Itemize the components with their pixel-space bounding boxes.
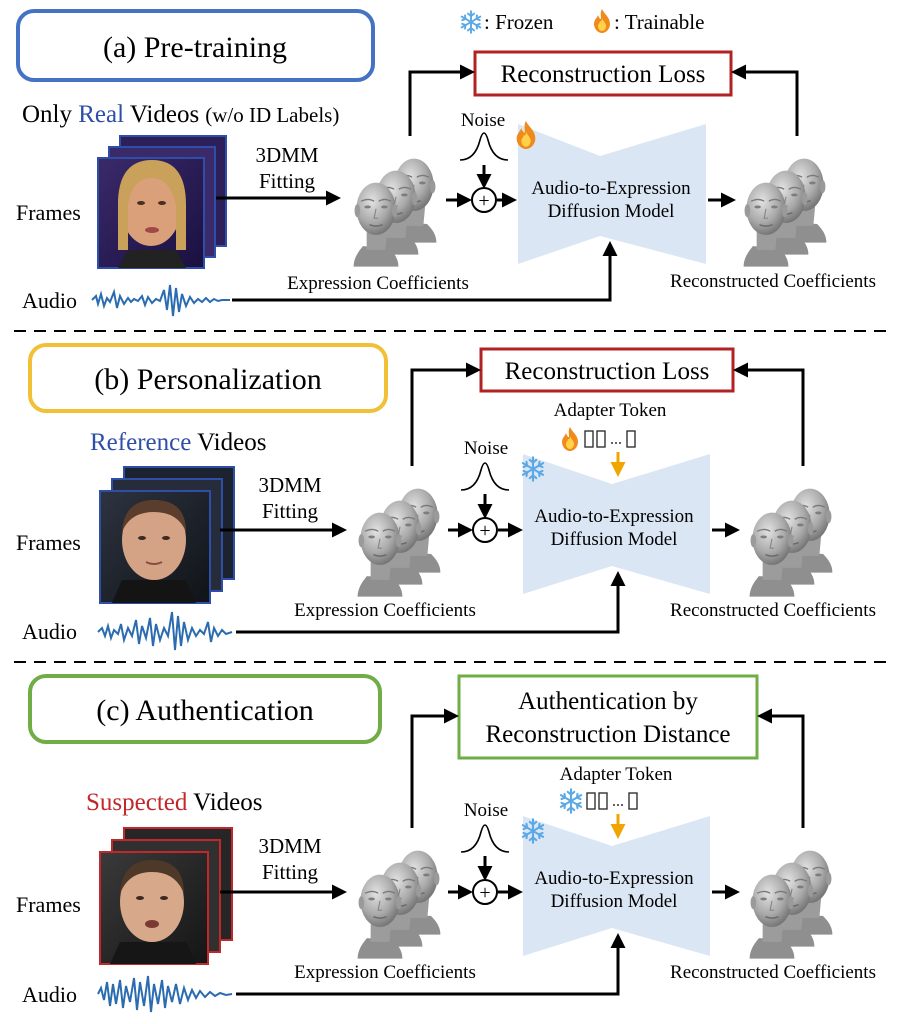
diffusion-model-shape xyxy=(523,816,710,956)
fitting-label-2: Fitting xyxy=(262,499,319,523)
noise-label: Noise xyxy=(461,110,505,131)
fitting-label-1: 3DMM xyxy=(255,143,318,167)
adapter-token-squares xyxy=(586,792,638,810)
flame-icon xyxy=(594,9,610,33)
reconstructed-coefficients-label: Reconstructed Coefficients xyxy=(670,271,876,292)
snowflake-icon xyxy=(559,788,583,814)
expression-heads xyxy=(356,487,442,598)
audio-waveform xyxy=(97,611,233,651)
panel-personalization: (b) Personalization Reconstruction Loss … xyxy=(16,343,876,651)
reconstructed-coefficients-label: Reconstructed Coefficients xyxy=(670,600,876,621)
audio-label: Audio xyxy=(22,288,77,313)
video-frames xyxy=(97,135,227,269)
fitting-label-1: 3DMM xyxy=(258,473,321,497)
auth-label-1: Authentication by xyxy=(518,688,698,715)
frames-label: Frames xyxy=(16,892,81,917)
fitting-label-2: Fitting xyxy=(259,169,316,193)
noise-label: Noise xyxy=(464,800,508,821)
fitting-label-1: 3DMM xyxy=(258,834,321,858)
noise-curve xyxy=(460,462,510,491)
video-frames xyxy=(99,466,235,604)
panel-title: (c) Authentication xyxy=(96,694,313,727)
loss-label: Reconstruction Loss xyxy=(505,358,710,385)
videos-label: Only Real Videos(w/o ID Labels) xyxy=(22,101,339,128)
plus-node xyxy=(472,517,498,543)
expr-to-auth-arrow xyxy=(410,708,459,828)
flame-icon xyxy=(562,427,578,451)
plus-node xyxy=(472,879,498,905)
snowflake-icon xyxy=(460,10,482,34)
recon-to-loss-arrow xyxy=(733,362,805,466)
noise-curve xyxy=(459,132,509,161)
panel-title-box xyxy=(16,9,375,82)
model-label-1: Audio-to-Expression xyxy=(531,178,691,199)
noise-curve xyxy=(460,824,510,853)
legend: : Frozen : Trainable xyxy=(460,9,704,34)
reconstructed-heads xyxy=(742,157,828,268)
legend-trainable-label: : Trainable xyxy=(614,10,704,34)
audio-waveform xyxy=(91,284,230,317)
video-frames xyxy=(99,827,233,965)
auth-label-2: Reconstruction Distance xyxy=(485,721,730,748)
recon-to-loss-arrow xyxy=(731,64,799,136)
model-label-2: Diffusion Model xyxy=(548,201,675,222)
adapter-token-label: Adapter Token xyxy=(554,400,667,421)
model-label-1: Audio-to-Expression xyxy=(534,506,694,527)
loss-box xyxy=(479,347,735,393)
audio-label: Audio xyxy=(22,619,77,644)
panel-pretraining: (a) Pre-training Reconstruction Loss Onl… xyxy=(16,9,876,317)
videos-label: Suspected Videos xyxy=(86,789,263,816)
audio-waveform xyxy=(97,975,233,1013)
audio-to-model-arrow xyxy=(232,241,618,302)
expression-coefficients-label: Expression Coefficients xyxy=(287,273,469,294)
loss-box xyxy=(473,50,733,97)
noise-label: Noise xyxy=(464,438,508,459)
panel-title: (b) Personalization xyxy=(94,363,321,396)
model-label-1: Audio-to-Expression xyxy=(534,868,694,889)
plus-node xyxy=(471,187,497,213)
panel-title-box xyxy=(28,343,388,413)
expr-to-loss-arrow xyxy=(408,64,475,136)
frames-label: Frames xyxy=(16,200,81,225)
reconstructed-heads xyxy=(748,849,834,960)
expression-coefficients-label: Expression Coefficients xyxy=(294,600,476,621)
model-label-2: Diffusion Model xyxy=(551,529,678,550)
audio-to-model-arrow xyxy=(236,571,626,634)
expression-heads xyxy=(352,157,438,268)
svg-text:+: + xyxy=(478,190,489,212)
expr-to-loss-arrow xyxy=(410,362,481,466)
legend-frozen-label: : Frozen xyxy=(484,10,554,34)
panel-title-box xyxy=(28,674,382,744)
svg-text:+: + xyxy=(479,882,490,904)
audio-to-model-arrow xyxy=(236,933,626,996)
diffusion-model-shape xyxy=(518,124,706,264)
auth-distance-box xyxy=(457,674,759,760)
adapter-token-squares xyxy=(584,430,636,448)
loss-label: Reconstruction Loss xyxy=(501,61,706,88)
reconstructed-coefficients-label: Reconstructed Coefficients xyxy=(670,962,876,983)
adapter-token-label: Adapter Token xyxy=(560,764,673,785)
panel-authentication: (c) Authentication Authentication by Rec… xyxy=(16,674,876,1013)
diffusion-model-shape xyxy=(523,454,710,594)
fitting-label-2: Fitting xyxy=(262,860,319,884)
model-label-2: Diffusion Model xyxy=(551,891,678,912)
videos-label: Reference Videos xyxy=(90,429,266,456)
frames-label: Frames xyxy=(16,530,81,555)
panel-title: (a) Pre-training xyxy=(103,31,287,64)
expression-heads xyxy=(356,849,442,960)
expression-coefficients-label: Expression Coefficients xyxy=(294,962,476,983)
svg-text:+: + xyxy=(479,520,490,542)
recon-to-auth-arrow xyxy=(757,708,805,828)
reconstructed-heads xyxy=(748,487,834,598)
audio-label: Audio xyxy=(22,982,77,1007)
